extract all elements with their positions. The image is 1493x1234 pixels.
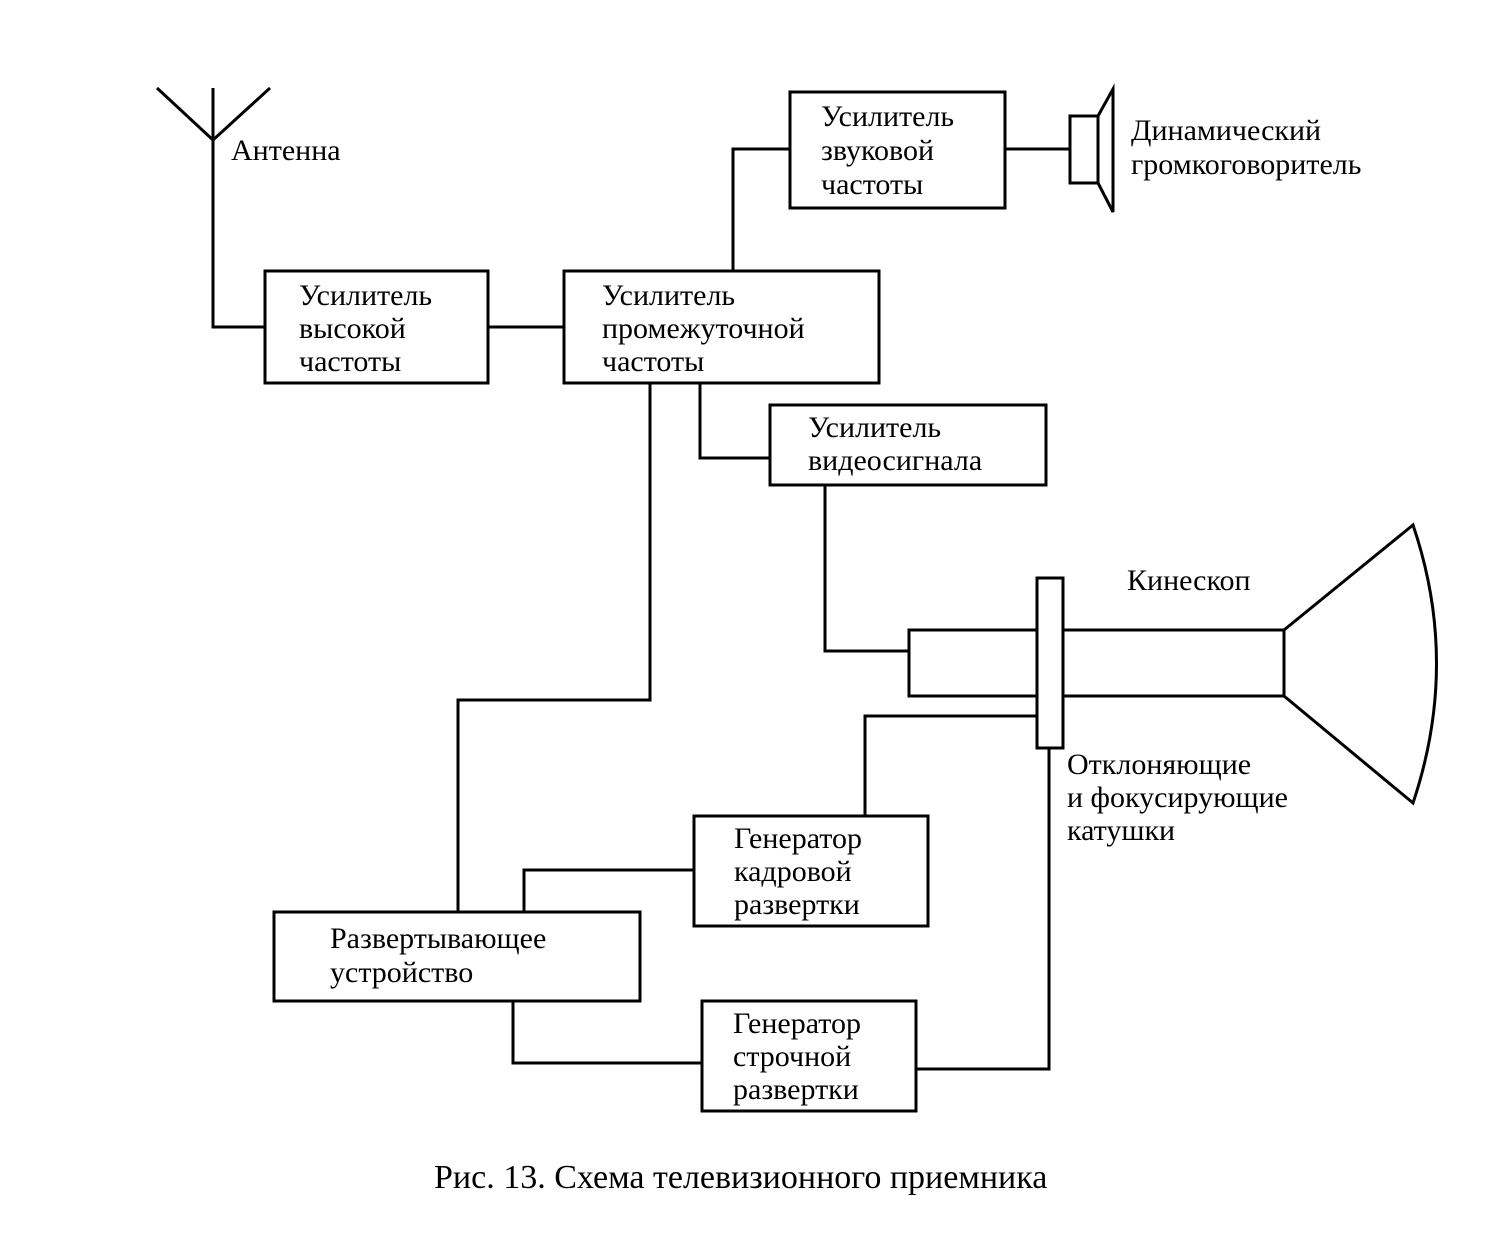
kinescope-icon bbox=[907, 522, 1438, 806]
figure-caption: Рис. 13. Схема телевизионного приемника bbox=[434, 1159, 1047, 1196]
wire-antenna-rf bbox=[211, 140, 265, 329]
antenna-icon bbox=[155, 86, 272, 142]
video-amp-line-1: Усилитель bbox=[808, 411, 941, 444]
if-amp-line-1: Усилитель bbox=[602, 279, 735, 312]
audio-amplifier-block: Усилитель звуковой частоты bbox=[788, 90, 1007, 210]
coils-label-line-2: и фокусирующие bbox=[1067, 781, 1288, 814]
wire-line-coils bbox=[916, 748, 1051, 1071]
if-amp-line-3: частоты bbox=[602, 345, 704, 378]
line-gen-line-3: развертки bbox=[733, 1073, 859, 1106]
line-generator-block: Генератор строчной развертки bbox=[700, 999, 918, 1113]
video-amplifier-block: Усилитель видеосигнала bbox=[768, 403, 1048, 487]
rf-amplifier-block: Усилитель высокой частоты bbox=[263, 269, 490, 385]
frame-gen-line-3: развертки bbox=[734, 888, 860, 921]
frame-generator-block: Генератор кадровой развертки bbox=[692, 814, 930, 928]
wire-video-kinescope bbox=[823, 485, 909, 653]
speaker-label-line-2: громкоговоритель bbox=[1131, 148, 1361, 181]
wire-if-audio bbox=[731, 147, 790, 271]
audio-amp-line-3: частоты bbox=[821, 168, 923, 201]
line-gen-line-1: Генератор bbox=[733, 1007, 861, 1040]
if-amp-line-2: промежуточной bbox=[602, 312, 805, 345]
kinescope-label: Кинескоп bbox=[1127, 564, 1251, 597]
rf-amp-line-2: высокой bbox=[299, 312, 406, 345]
antenna-label: Антенна bbox=[231, 134, 341, 167]
if-amplifier-block: Усилитель промежуточной частоты bbox=[562, 269, 881, 385]
line-gen-line-2: строчной bbox=[733, 1040, 851, 1073]
coils-label-line-1: Отклоняющие bbox=[1067, 748, 1251, 781]
audio-amp-line-2: звуковой bbox=[821, 134, 934, 167]
sweep-line-1: Развертывающее bbox=[330, 922, 546, 955]
rf-amp-line-1: Усилитель bbox=[299, 279, 432, 312]
rf-amp-line-3: частоты bbox=[299, 345, 401, 378]
speaker-label-line-1: Динамический bbox=[1131, 114, 1321, 147]
video-amp-line-2: видеосигнала bbox=[808, 444, 982, 477]
coils-label-line-3: катушки bbox=[1067, 814, 1175, 847]
speaker-icon bbox=[1068, 83, 1115, 213]
wires bbox=[211, 140, 1070, 1071]
wire-sweep-frame bbox=[522, 868, 694, 912]
frame-gen-line-2: кадровой bbox=[734, 855, 852, 888]
wire-if-sweep bbox=[456, 383, 652, 912]
wire-frame-coils bbox=[863, 714, 1037, 816]
sweep-device-block: Развертывающее устройство bbox=[272, 910, 642, 1003]
frame-gen-line-1: Генератор bbox=[734, 822, 862, 855]
audio-amp-line-1: Усилитель bbox=[821, 100, 954, 133]
sweep-line-2: устройство bbox=[330, 956, 473, 989]
wire-sweep-line bbox=[511, 1001, 702, 1065]
wire-if-video bbox=[698, 383, 770, 460]
